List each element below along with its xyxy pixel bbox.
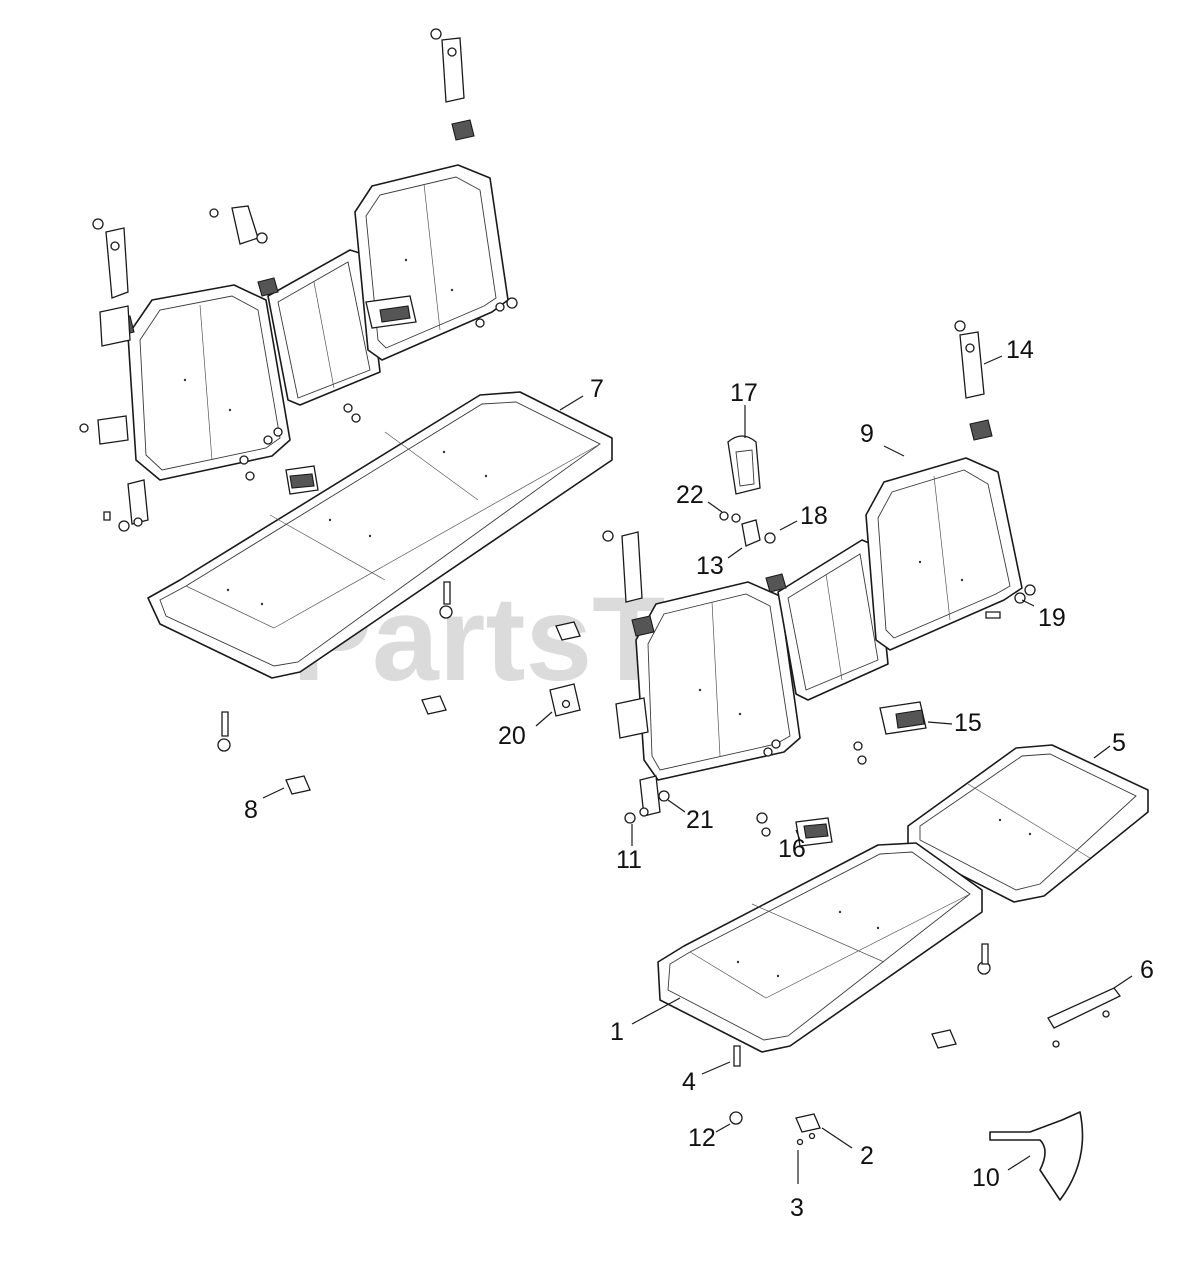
callout-3: 3 [790, 1194, 804, 1222]
callout-5: 5 [1112, 729, 1126, 757]
callouts: 7 14 17 9 22 18 13 19 20 15 5 8 21 11 16… [244, 336, 1154, 1222]
callout-10: 10 [972, 1164, 1000, 1192]
callout-4: 4 [682, 1068, 696, 1096]
callout-7: 7 [590, 375, 604, 403]
right-belt-hardware [549, 320, 1036, 847]
callout-1: 1 [610, 1018, 624, 1046]
callout-2: 2 [860, 1142, 874, 1170]
left-small-brackets [285, 621, 581, 795]
right-lower-hardware [729, 943, 1121, 1201]
callout-17: 17 [730, 379, 758, 407]
callout-15: 15 [954, 709, 982, 737]
callout-11: 11 [616, 846, 642, 874]
leader-lines [262, 355, 1133, 1184]
left-bench-cushion [147, 391, 613, 679]
left-belt-hardware [79, 28, 518, 752]
callout-9: 9 [860, 420, 874, 448]
right-cushion-1 [657, 842, 983, 1053]
callout-13: 13 [696, 552, 724, 580]
callout-8: 8 [244, 796, 258, 824]
callout-6: 6 [1140, 956, 1154, 984]
callout-19: 19 [1038, 604, 1066, 632]
callout-22: 22 [676, 481, 704, 509]
callout-14: 14 [1006, 336, 1034, 364]
callout-21: 21 [686, 806, 714, 834]
callout-18: 18 [800, 502, 828, 530]
right-backrest [635, 457, 1023, 781]
left-backrest [127, 164, 509, 481]
callout-16: 16 [778, 835, 806, 863]
callout-20: 20 [498, 722, 526, 750]
callout-12: 12 [688, 1124, 716, 1152]
